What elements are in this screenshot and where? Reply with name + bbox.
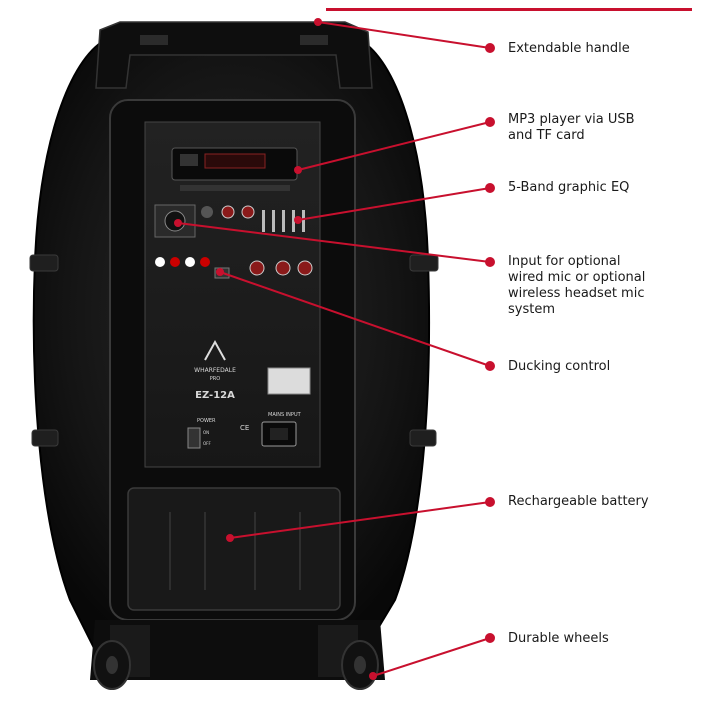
callout-dot-battery-start [226,534,234,542]
callout-line-eq [297,187,491,221]
callout-line-battery [229,501,491,539]
brand-sub-text: PRO [210,376,220,382]
battery-compartment [127,487,341,611]
callout-label-wheels: Durable wheels [508,631,609,646]
callout-line-handle [317,21,491,49]
power-switch: POWER ON OFF CE [187,418,249,449]
callout-dot-wheels-start [369,672,377,680]
right-grip [409,254,439,272]
callout-line-mp3 [297,121,491,171]
svg-text:OFF: OFF [203,441,211,446]
mic-input [154,204,213,238]
warning-label [267,367,311,395]
callout-dot-eq-end [485,183,495,193]
model-text: EZ-12A [195,390,235,401]
callout-line-ducking [219,271,491,367]
callout-dot-mp3-end [485,117,495,127]
callout-dot-ducking-end [485,361,495,371]
svg-text:CE: CE [240,424,249,432]
svg-text:ON: ON [203,430,209,435]
graphic-eq [262,210,305,232]
callout-dot-handle-end [485,43,495,53]
top-accent-rule [326,8,692,11]
svg-text:POWER: POWER [197,418,216,424]
logo-text: WHARFEDALE [194,367,236,374]
mains-input: MAINS INPUT [261,412,302,447]
callout-dot-eq-start [294,216,302,224]
callout-dot-wheels-end [485,633,495,643]
callout-dot-handle-start [314,18,322,26]
callout-dot-battery-end [485,497,495,507]
svg-text:MAINS INPUT: MAINS INPUT [268,412,302,418]
callout-line-mic [177,222,491,263]
brand-logo: WHARFEDALE PRO EZ-12A [194,339,236,401]
extendable-handle [95,21,373,89]
callout-label-mic-input: Input for optional wired mic or optional… [508,254,646,317]
wheels [93,640,379,690]
callout-label-mp3: MP3 player via USB and TF card [508,112,635,143]
callout-label-handle: Extendable handle [508,41,630,56]
aux-inputs [155,257,210,267]
knob-row-top [221,205,255,219]
callout-dot-ducking-start [216,268,224,276]
callout-dot-mic-end [485,257,495,267]
callout-label-ducking: Ducking control [508,359,611,374]
callout-line-wheels [372,637,491,677]
callout-lines [174,18,495,680]
left-grip [29,254,59,272]
callout-dot-mic-start [174,219,182,227]
callout-label-eq: 5-Band graphic EQ [508,180,630,195]
callout-label-battery: Rechargeable battery [508,494,649,509]
base [90,620,385,680]
right-grip-lower [409,429,437,447]
mp3-module [171,147,298,191]
left-grip-lower [31,429,59,447]
callout-dot-mp3-start [294,166,302,174]
